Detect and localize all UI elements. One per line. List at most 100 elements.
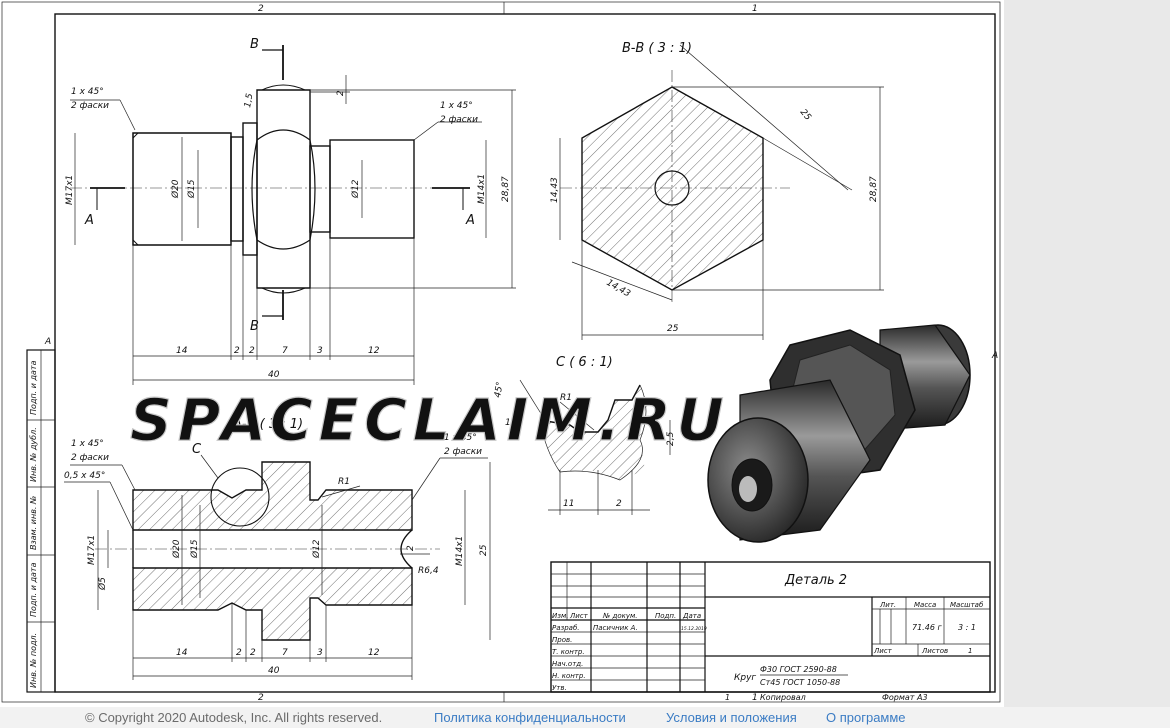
tb-part-name: Деталь 2 [784, 573, 847, 588]
aa-dim-3: 3 [317, 648, 323, 658]
tb-row-utv: Утв. [552, 684, 567, 692]
c-r1: R1 [560, 393, 572, 403]
top-chamfer-right-1: 1 x 45° [440, 101, 473, 111]
top-dim-3: 3 [317, 346, 323, 356]
strip-label-4: Подп. и дата [29, 562, 38, 617]
tb-listov-label: Листов [921, 647, 948, 655]
strip-label-5: Инв. № подл. [29, 633, 38, 688]
tb-hdr-massa: Масса [914, 601, 936, 609]
bb-dim-1443-v: 14,43 [550, 177, 560, 203]
tb-hdr-masshtab: Масштаб [950, 601, 984, 609]
technical-drawing: 2 1 2 1 A A Подп. и дата Инв. № дубл. Вз… [1, 1, 1001, 703]
top-dim-2: 2 [336, 90, 346, 96]
watermark: SPACECLAIM.RU [130, 386, 730, 454]
tb-razrab-date: 15.12.2019 [681, 626, 707, 632]
c-dim-25: 2,5 [666, 431, 676, 446]
top-chamfer-right-2: 2 фаски [440, 115, 478, 125]
bb-dim-25-diag: 25 [798, 108, 813, 123]
copyright-text: © Copyright 2020 Autodesk, Inc. All righ… [85, 710, 383, 725]
top-dim-40: 40 [268, 370, 280, 380]
view-bb: B-B ( 3 : 1) 25 14,43 28,87 14,43 25 [550, 41, 884, 340]
tb-col-data: Дата [682, 612, 701, 620]
tb-row-nkontr: Н. контр. [552, 672, 586, 680]
zone-label-bottom-right: 1 [752, 693, 758, 703]
top-dim-2a: 2 [234, 346, 240, 356]
zone-label-right: A [991, 351, 998, 361]
aa-dim-2: 2 [406, 545, 416, 551]
tb-razrab-name: Пасичник А. [593, 624, 638, 632]
aa-chamfer-l2: 2 фаски [71, 453, 109, 463]
strip-label-1: Подп. и дата [29, 360, 38, 415]
top-view: B B A A 1 x 45° 2 фаски 1 x 45° 2 фаски … [65, 37, 516, 385]
drawing-sheet: 2 1 2 1 A A Подп. и дата Инв. № дубл. Вз… [1, 1, 1001, 703]
aa-chamfer-r1: 1 x 45° [444, 433, 477, 443]
outer-frame [1, 1, 1001, 703]
about-link[interactable]: О программе [826, 710, 906, 725]
aa-dim-7: 7 [282, 648, 288, 658]
tb-massa: 71.46 г [912, 623, 942, 632]
aa-chamfer-r2: 2 фаски [444, 447, 482, 457]
top-chamfer-left-2: 2 фаски [71, 101, 109, 111]
top-dim-14: 14 [176, 346, 188, 356]
title-block: Изм. Лист № докум. Подп. Дата Разраб. Па… [550, 561, 991, 702]
view-c-title: C ( 6 : 1) [556, 355, 613, 370]
tb-format: Формат А3 [882, 693, 928, 702]
aa-dim-2a: 2 [236, 648, 242, 658]
privacy-link[interactable]: Политика конфиденциальности [434, 710, 626, 725]
view-c: C ( 6 : 1) 45° 1 R1 2,5 11 2 [493, 355, 676, 515]
aa-thread-left: M17x1 [87, 535, 97, 565]
top-dim-7: 7 [282, 346, 288, 356]
tb-kop-num: 1 [725, 693, 730, 702]
top-dim-2b: 2 [249, 346, 255, 356]
bb-dim-25: 25 [667, 324, 679, 334]
top-dia15: Ø15 [186, 179, 197, 199]
c-dim-1: 1 [505, 418, 511, 428]
aa-dim-12: 12 [368, 648, 380, 658]
top-dim-12: 12 [368, 346, 380, 356]
aa-dim-2b: 2 [250, 648, 256, 658]
aa-dim-25: 25 [479, 544, 489, 556]
top-dim-15: 1,5 [243, 92, 255, 108]
tb-material-top: Ф30 ГОСТ 2590-88 [760, 665, 837, 674]
zone-label-bottom: 2 [258, 693, 264, 703]
left-strip: Подп. и дата Инв. № дубл. Взам. инв. № П… [26, 349, 56, 693]
top-dia20: Ø20 [170, 179, 181, 199]
section-a-right: A [465, 213, 475, 228]
bb-dim-2887: 28,87 [869, 176, 879, 202]
c-dim-2: 2 [616, 499, 622, 509]
tb-hdr-lit: Лит. [879, 601, 896, 609]
aa-dia5: Ø5 [97, 577, 108, 591]
zone-label-top-right: 1 [752, 4, 758, 14]
view-bb-title: B-B ( 3 : 1) [622, 41, 692, 56]
section-aa-title: A-A ( 3 : 1) [232, 417, 303, 432]
aa-dia20: Ø20 [171, 539, 182, 559]
tb-material-prefix: Круг [734, 673, 756, 683]
tb-col-ndok: № докум. [602, 612, 638, 620]
aa-callout-c: C [192, 442, 202, 457]
tb-col-izm: Изм. [552, 612, 568, 620]
aa-dia12: Ø12 [311, 539, 322, 559]
page-footer: © Copyright 2020 Autodesk, Inc. All righ… [0, 707, 1170, 728]
tb-col-podp: Подп. [655, 612, 676, 620]
terms-link[interactable]: Условия и положения [666, 710, 797, 725]
section-a-left: A [84, 213, 94, 228]
tb-material-bottom: Ст45 ГОСТ 1050-88 [760, 678, 840, 687]
section-aa: A-A ( 3 : 1) C 1 x 45° 2 фаски 0,5 x 45°… [64, 417, 491, 680]
aa-thread-right: M14x1 [455, 536, 465, 566]
zone-label-top-left: 2 [258, 4, 264, 14]
tb-listov-value: 1 [968, 647, 972, 655]
aa-chamfer-l3: 0,5 x 45° [64, 471, 105, 481]
strip-label-2: Инв. № дубл. [29, 427, 38, 482]
tb-masshtab: 3 : 1 [958, 623, 976, 632]
tb-row-tkontr: Т. контр. [552, 648, 585, 656]
viewer-side-panel [1004, 0, 1170, 707]
top-dim-2887: 28,87 [501, 176, 511, 202]
aa-dim-14: 14 [176, 648, 188, 658]
tb-row-prov: Пров. [552, 636, 572, 644]
tb-kopiroval: Копировал [760, 693, 806, 702]
aa-r64: R6,4 [418, 566, 439, 576]
strip-label-3: Взам. инв. № [29, 496, 38, 550]
top-thread-left: M17x1 [65, 175, 75, 205]
c-dim-11: 11 [563, 499, 574, 509]
aa-dim-40: 40 [268, 666, 280, 676]
